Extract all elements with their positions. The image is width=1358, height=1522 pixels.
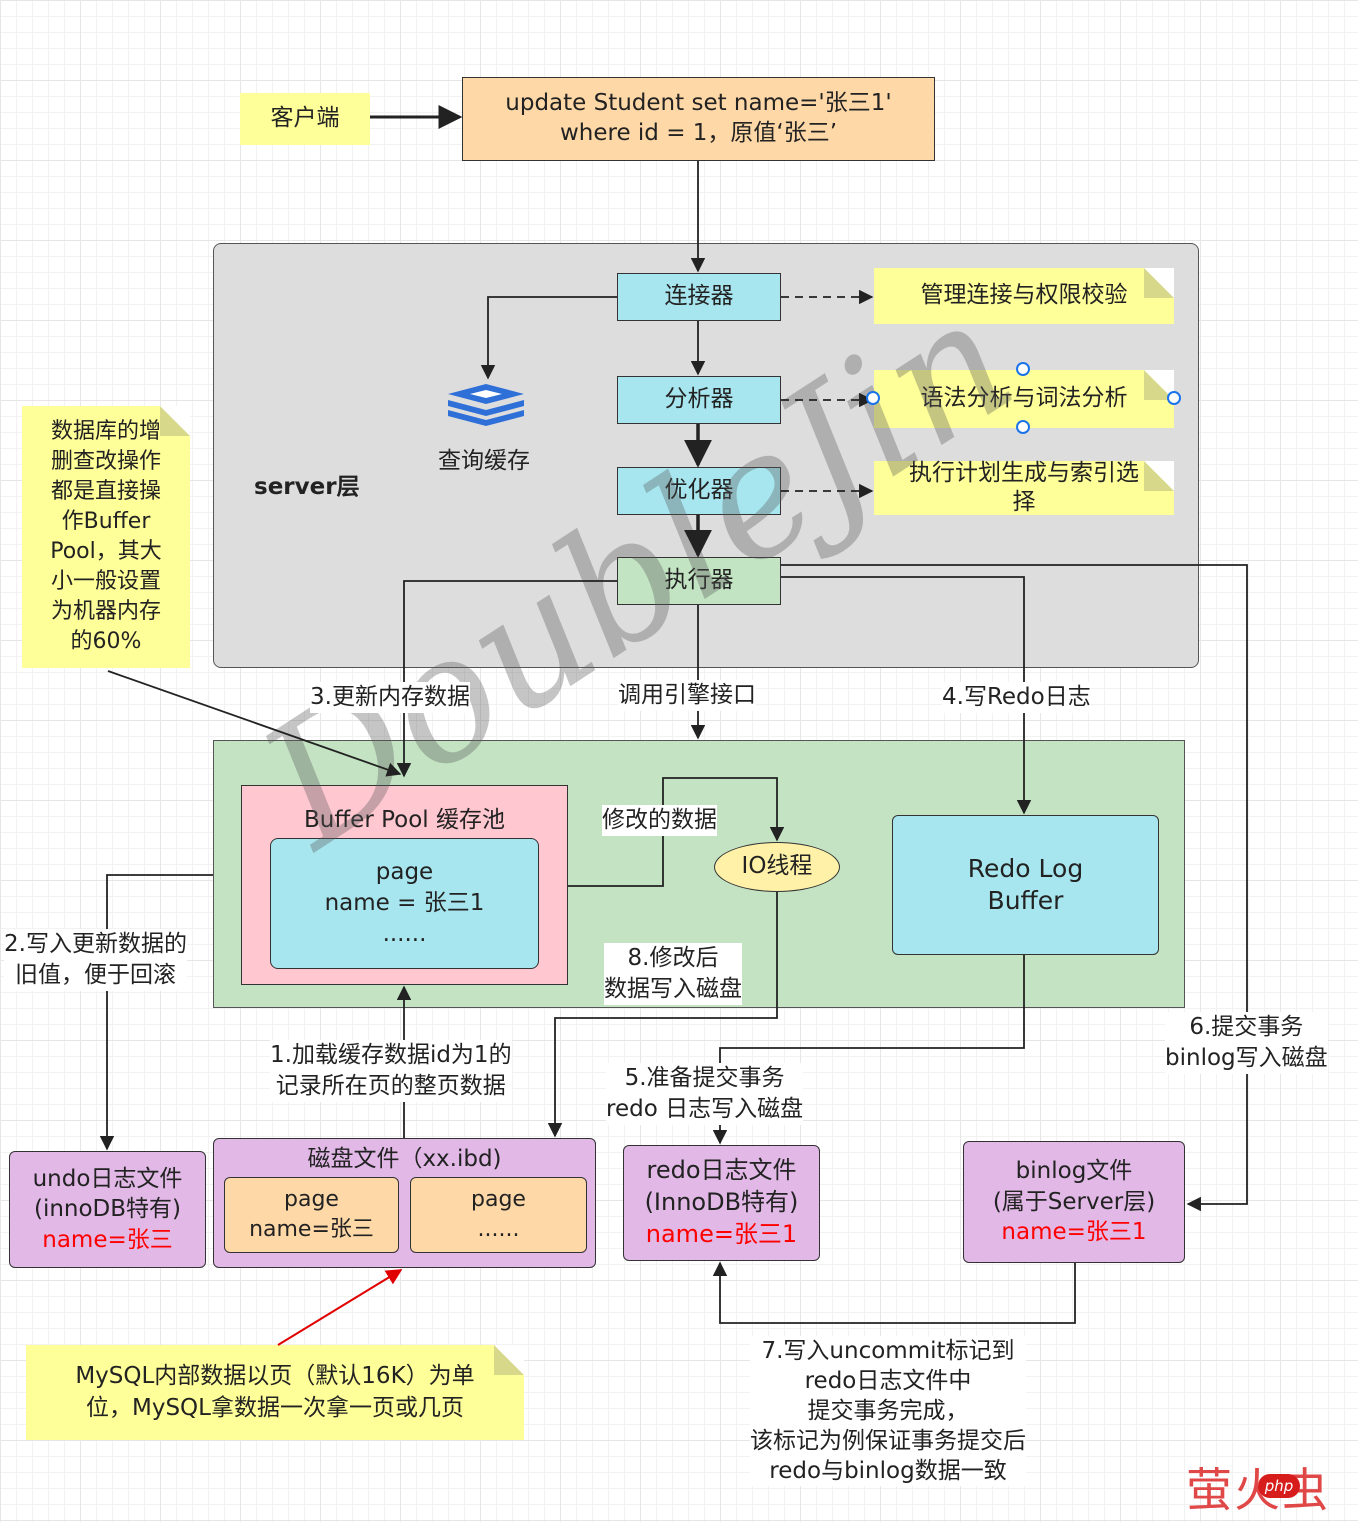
disk-page-2-line-1: page <box>471 1187 526 1213</box>
step-1-line-1: 1.加载缓存数据id为1的 <box>270 1042 512 1068</box>
page-unit-note-line-2: 位，MySQL拿数据一次拿一页或几页 <box>86 1394 464 1421</box>
disk-page-1-line-2: name=张三 <box>249 1217 374 1242</box>
undo-line-3: name=张三 <box>42 1226 173 1253</box>
undo-log-file-box: undo日志文件 (innoDB特有) name=张三 <box>9 1151 206 1268</box>
analyzer-box: 分析器 <box>617 376 781 424</box>
page-unit-note: MySQL内部数据以页（默认16K）为单 位，MySQL拿数据一次拿一页或几页 <box>26 1345 524 1440</box>
redo-log-file-box: redo日志文件 (InnoDB特有) name=张三1 <box>623 1145 820 1261</box>
redo-buffer-line-2: Buffer <box>987 886 1064 915</box>
buffer-page-box: page name = 张三1 ...... <box>270 838 539 969</box>
step-7-line: 提交事务完成， <box>807 1398 969 1424</box>
disk-page-2-line-2: ...... <box>477 1217 520 1242</box>
buffer-note-line: 作Buffer <box>61 509 151 534</box>
analyzer-label: 分析器 <box>664 386 734 413</box>
call-engine-label: 调用引擎接口 <box>618 680 756 712</box>
step-8-label: 8.修改后 数据写入磁盘 <box>604 943 742 1006</box>
site-logo: 萤火虫 php <box>1186 1454 1351 1517</box>
selection-handle-left[interactable] <box>866 391 880 405</box>
selection-handle-top[interactable] <box>1016 362 1030 376</box>
undo-line-1: undo日志文件 <box>32 1165 183 1192</box>
step-7-line: 该标记为例保证事务提交后 <box>750 1428 1026 1454</box>
disk-page-1-line-1: page <box>284 1187 339 1213</box>
php-badge-icon: php <box>1258 1474 1300 1498</box>
sql-statement-box: update Student set name='张三1' where id =… <box>462 77 935 161</box>
binlog-line-3: name=张三1 <box>1001 1219 1147 1246</box>
disk-page-1: page name=张三 <box>224 1177 399 1253</box>
red-arrow-note-to-disk <box>277 1269 403 1346</box>
step-2-line-1: 2.写入更新数据的 <box>4 931 187 957</box>
binlog-line-2: (属于Server层) <box>992 1188 1156 1215</box>
selection-handle-right[interactable] <box>1167 391 1181 405</box>
buffer-page-line-3: ...... <box>382 921 427 948</box>
buffer-page-line-1: page <box>375 858 434 885</box>
client-label: 客户端 <box>270 105 340 132</box>
step-5-line-1: 5.准备提交事务 <box>624 1065 785 1091</box>
buffer-pool-note: 数据库的增 删查改操作 都是直接操 作Buffer Pool，其大 小一般设置 … <box>22 406 190 668</box>
step-5-label: 5.准备提交事务 redo 日志写入磁盘 <box>606 1063 804 1126</box>
connector-label: 连接器 <box>664 283 734 310</box>
buffer-note-line: Pool，其大 <box>50 539 162 564</box>
optimizer-note-line-2: 择 <box>1012 489 1036 515</box>
buffer-note-line: 的60% <box>70 629 142 654</box>
redo-file-line-2: (InnoDB特有) <box>644 1188 799 1217</box>
step-1-label: 1.加载缓存数据id为1的 记录所在页的整页数据 <box>270 1040 512 1103</box>
connector-note: 管理连接与权限校验 <box>874 268 1174 324</box>
optimizer-note: 执行计划生成与索引选 择 <box>874 460 1174 515</box>
client-note: 客户端 <box>240 93 370 145</box>
step-2-label: 2.写入更新数据的 旧值，便于回滚 <box>4 929 187 992</box>
redo-file-line-1: redo日志文件 <box>646 1156 797 1185</box>
step-7-line: redo日志文件中 <box>804 1368 972 1394</box>
buffer-note-line: 小一般设置 <box>50 569 161 594</box>
step-6-line-2: binlog写入磁盘 <box>1165 1045 1328 1072</box>
logo-text: 萤火虫 <box>1186 1454 1330 1520</box>
step-2-line-2: 旧值，便于回滚 <box>14 962 176 989</box>
executor-box: 执行器 <box>617 557 781 605</box>
arrow-buffer-to-undo <box>99 874 213 1151</box>
query-cache-label: 查询缓存 <box>438 448 530 474</box>
arrow-binlog-to-redo-file <box>712 1261 1076 1324</box>
executor-label: 执行器 <box>664 567 734 594</box>
step-6-label: 6.提交事务 binlog写入磁盘 <box>1165 1012 1328 1075</box>
step-3-label: 3.更新内存数据 <box>310 682 470 714</box>
step-1-line-2: 记录所在页的整页数据 <box>275 1073 506 1100</box>
modified-data-label: 修改的数据 <box>602 805 717 837</box>
page-unit-note-line-1: MySQL内部数据以页（默认16K）为单 <box>75 1363 475 1390</box>
step-4-label: 4.写Redo日志 <box>942 682 1091 714</box>
server-layer-label: server层 <box>254 474 360 500</box>
optimizer-label: 优化器 <box>664 477 734 504</box>
connector-box: 连接器 <box>617 273 781 321</box>
connector-note-text: 管理连接与权限校验 <box>920 282 1128 309</box>
optimizer-note-line-1: 执行计划生成与索引选 <box>909 460 1139 487</box>
step-8-line-1: 8.修改后 <box>627 945 719 971</box>
disk-file-title: 磁盘文件（xx.ibd) <box>307 1146 502 1172</box>
step-7-label: 7.写入uncommit标记到 redo日志文件中 提交事务完成， 该标记为例保… <box>750 1336 1026 1486</box>
buffer-note-line: 删查改操作 <box>50 449 161 474</box>
redo-log-buffer-box: Redo Log Buffer <box>892 815 1159 955</box>
sql-line-2: where id = 1，原值‘张三’ <box>559 120 838 146</box>
analyzer-note: 语法分析与词法分析 <box>874 370 1174 428</box>
optimizer-box: 优化器 <box>617 467 781 515</box>
binlog-file-box: binlog文件 (属于Server层) name=张三1 <box>963 1141 1185 1263</box>
buffer-note-line: 数据库的增 <box>50 419 161 444</box>
redo-buffer-line-1: Redo Log <box>967 853 1084 883</box>
buffer-pool-title: Buffer Pool 缓存池 <box>303 807 505 833</box>
buffer-note-line: 都是直接操 <box>50 479 161 504</box>
step-5-line-2: redo 日志写入磁盘 <box>606 1096 804 1123</box>
database-stack-icon <box>444 382 528 428</box>
step-7-line: 7.写入uncommit标记到 <box>761 1338 1015 1364</box>
io-thread-ellipse: IO线程 <box>714 842 840 892</box>
io-thread-label: IO线程 <box>741 853 813 880</box>
buffer-page-line-2: name = 张三1 <box>324 889 485 916</box>
redo-file-line-3: name=张三1 <box>645 1219 798 1248</box>
step-8-line-2: 数据写入磁盘 <box>604 976 742 1003</box>
undo-line-2: (innoDB特有) <box>33 1196 182 1223</box>
binlog-line-1: binlog文件 <box>1015 1158 1133 1185</box>
analyzer-note-text: 语法分析与词法分析 <box>920 385 1128 412</box>
disk-page-2: page ...... <box>410 1177 587 1253</box>
selection-handle-bottom[interactable] <box>1016 420 1030 434</box>
step-7-line: redo与binlog数据一致 <box>769 1458 1007 1484</box>
step-6-line-1: 6.提交事务 <box>1189 1014 1304 1040</box>
buffer-note-line: 为机器内存 <box>50 599 161 624</box>
sql-line-1: update Student set name='张三1' <box>505 90 892 117</box>
